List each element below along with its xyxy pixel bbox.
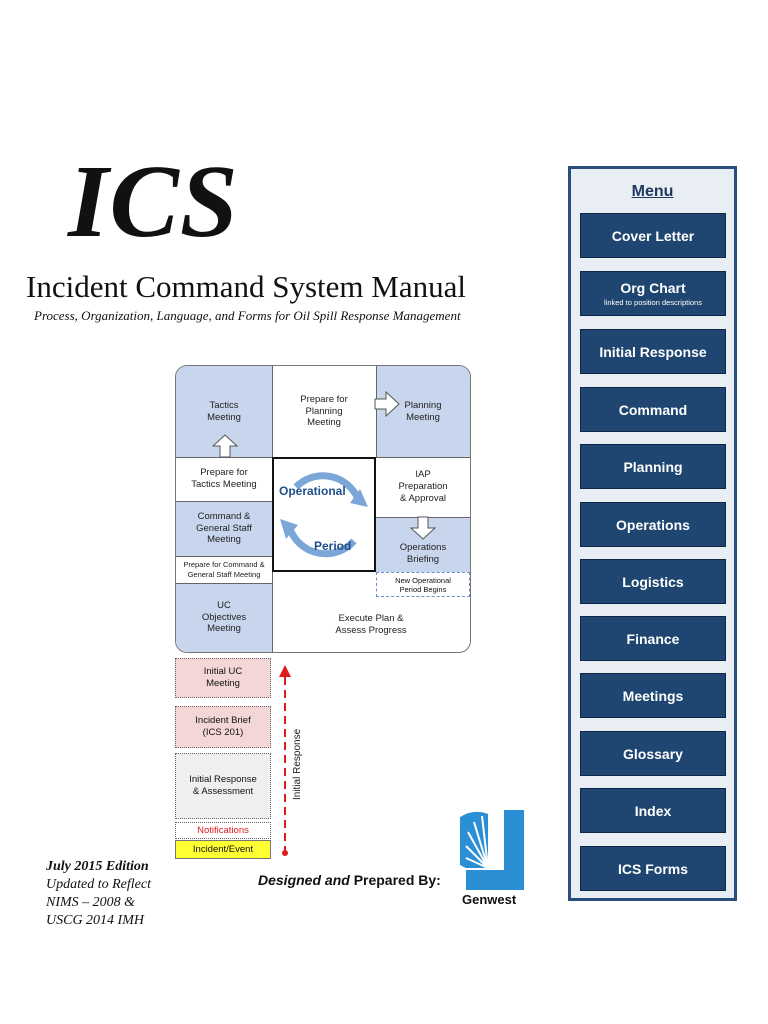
- document-subtitle: Incident Command System Manual: [26, 269, 466, 304]
- menu-item-label: Index: [634, 802, 672, 819]
- prepare-planning-cell: Prepare for Planning Meeting: [272, 366, 376, 457]
- menu-item-org-chart[interactable]: Org Chart linked to position descriptions: [580, 271, 726, 316]
- menu-item-label: Logistics: [622, 573, 684, 590]
- menu-item-meetings[interactable]: Meetings: [580, 673, 726, 718]
- menu-item-label: Glossary: [623, 745, 683, 762]
- operational-period-box: Operational Period: [272, 457, 376, 572]
- document-tagline: Process, Organization, Language, and For…: [34, 308, 461, 323]
- menu-item-label: ICS Forms: [617, 860, 688, 877]
- notifications-label: Notifications: [197, 824, 249, 836]
- prepared-by: Designed and Prepared By:: [258, 872, 441, 888]
- new-period-note: New Operational Period Begins: [376, 572, 470, 597]
- menu-item-label: Operations: [616, 516, 690, 533]
- menu-item-label: Command: [618, 401, 688, 418]
- divider-line: [376, 366, 377, 457]
- tactics-meeting-label: Tactics Meeting: [207, 399, 241, 423]
- menu-item-command[interactable]: Command: [580, 387, 726, 432]
- initial-uc-box: Initial UC Meeting: [175, 658, 271, 698]
- incident-event-label: Incident/Event: [192, 843, 254, 855]
- edition-uscg: USCG 2014 IMH: [46, 913, 144, 928]
- execute-plan-cell: Execute Plan & Assess Progress: [272, 597, 470, 652]
- edition-note: Updated to Reflect: [46, 877, 151, 892]
- menu-item-logistics[interactable]: Logistics: [580, 559, 726, 604]
- menu-item-label: Finance: [626, 630, 680, 647]
- up-arrow-icon: [212, 434, 238, 458]
- menu-item-label: Meetings: [622, 687, 684, 704]
- prepared-rest: Prepared By:: [353, 872, 441, 888]
- menu-panel: Menu Cover Letter Org Chart linked to pos…: [568, 166, 737, 901]
- notifications-box: Notifications: [175, 822, 271, 839]
- divider-line: [176, 501, 272, 502]
- initial-uc-label: Initial UC Meeting: [203, 666, 243, 689]
- planning-meeting-label: Planning Meeting: [404, 399, 442, 423]
- initial-assessment-box: Initial Response & Assessment: [175, 753, 271, 819]
- divider-line: [176, 583, 272, 584]
- execute-plan-label: Execute Plan & Assess Progress: [335, 612, 407, 636]
- prepare-tactics-cell: Prepare for Tactics Meeting: [176, 457, 272, 501]
- genwest-logo-text: Genwest: [462, 892, 517, 907]
- uc-objectives-label: UC Objectives Meeting: [201, 599, 247, 635]
- uc-objectives-cell: UC Objectives Meeting: [176, 583, 272, 652]
- menu-item-ics-forms[interactable]: ICS Forms: [580, 846, 726, 891]
- initial-assessment-label: Initial Response & Assessment: [189, 774, 257, 797]
- prepare-command-cell: Prepare for Command & General Staff Meet…: [176, 556, 272, 583]
- iap-cell: IAP Preparation & Approval: [376, 457, 470, 517]
- prepare-command-label: Prepare for Command & General Staff Meet…: [183, 560, 265, 579]
- menu-item-index[interactable]: Index: [580, 788, 726, 833]
- menu-item-planning[interactable]: Planning: [580, 444, 726, 489]
- menu-item-label: Planning: [623, 458, 683, 475]
- command-general-label: Command & General Staff Meeting: [196, 510, 252, 546]
- down-arrow-icon: [410, 516, 436, 540]
- menu-item-finance[interactable]: Finance: [580, 616, 726, 661]
- divider-line: [176, 556, 272, 557]
- iap-label: IAP Preparation & Approval: [398, 469, 448, 504]
- menu-item-sublabel: linked to position descriptions: [604, 298, 702, 307]
- menu-item-label: Org Chart: [620, 280, 686, 296]
- new-period-label: New Operational Period Begins: [395, 575, 451, 594]
- menu-item-cover-letter[interactable]: Cover Letter: [580, 213, 726, 258]
- prepared-italic: Designed and: [258, 872, 350, 888]
- incident-brief-label: Incident Brief (ICS 201): [195, 715, 251, 738]
- initial-response-arrow-icon: [279, 665, 291, 856]
- menu-title: Menu: [631, 183, 674, 200]
- prepare-planning-label: Prepare for Planning Meeting: [300, 393, 348, 429]
- genwest-logo-icon: [460, 810, 524, 890]
- document-title: ICS: [68, 144, 239, 259]
- menu-item-operations[interactable]: Operations: [580, 502, 726, 547]
- prepare-tactics-label: Prepare for Tactics Meeting: [191, 467, 257, 490]
- command-general-cell: Command & General Staff Meeting: [176, 501, 272, 556]
- initial-response-vertical-label: Initial Response: [292, 728, 303, 800]
- menu-item-initial-response[interactable]: Initial Response: [580, 329, 726, 374]
- edition-nims: NIMS – 2008 &: [46, 895, 136, 910]
- edition-date: July 2015 Edition: [46, 859, 149, 874]
- period-label: Period: [314, 539, 352, 553]
- ops-briefing-label: Operations Briefing: [399, 541, 447, 565]
- planning-meeting-cell: Planning Meeting: [376, 366, 470, 457]
- edition-block: July 2015 Edition Updated to Reflect NIM…: [46, 858, 151, 930]
- incident-brief-box: Incident Brief (ICS 201): [175, 706, 271, 748]
- right-arrow-icon: [374, 391, 400, 417]
- menu-item-label: Initial Response: [599, 343, 707, 360]
- menu-item-label: Cover Letter: [611, 227, 695, 244]
- operational-label: Operational: [279, 484, 346, 498]
- menu-item-glossary[interactable]: Glossary: [580, 731, 726, 776]
- incident-event-box: Incident/Event: [175, 840, 271, 859]
- planning-cycle-diagram: Tactics Meeting Prepare for Planning Mee…: [175, 365, 471, 653]
- cycle-arrows-icon: [280, 472, 368, 558]
